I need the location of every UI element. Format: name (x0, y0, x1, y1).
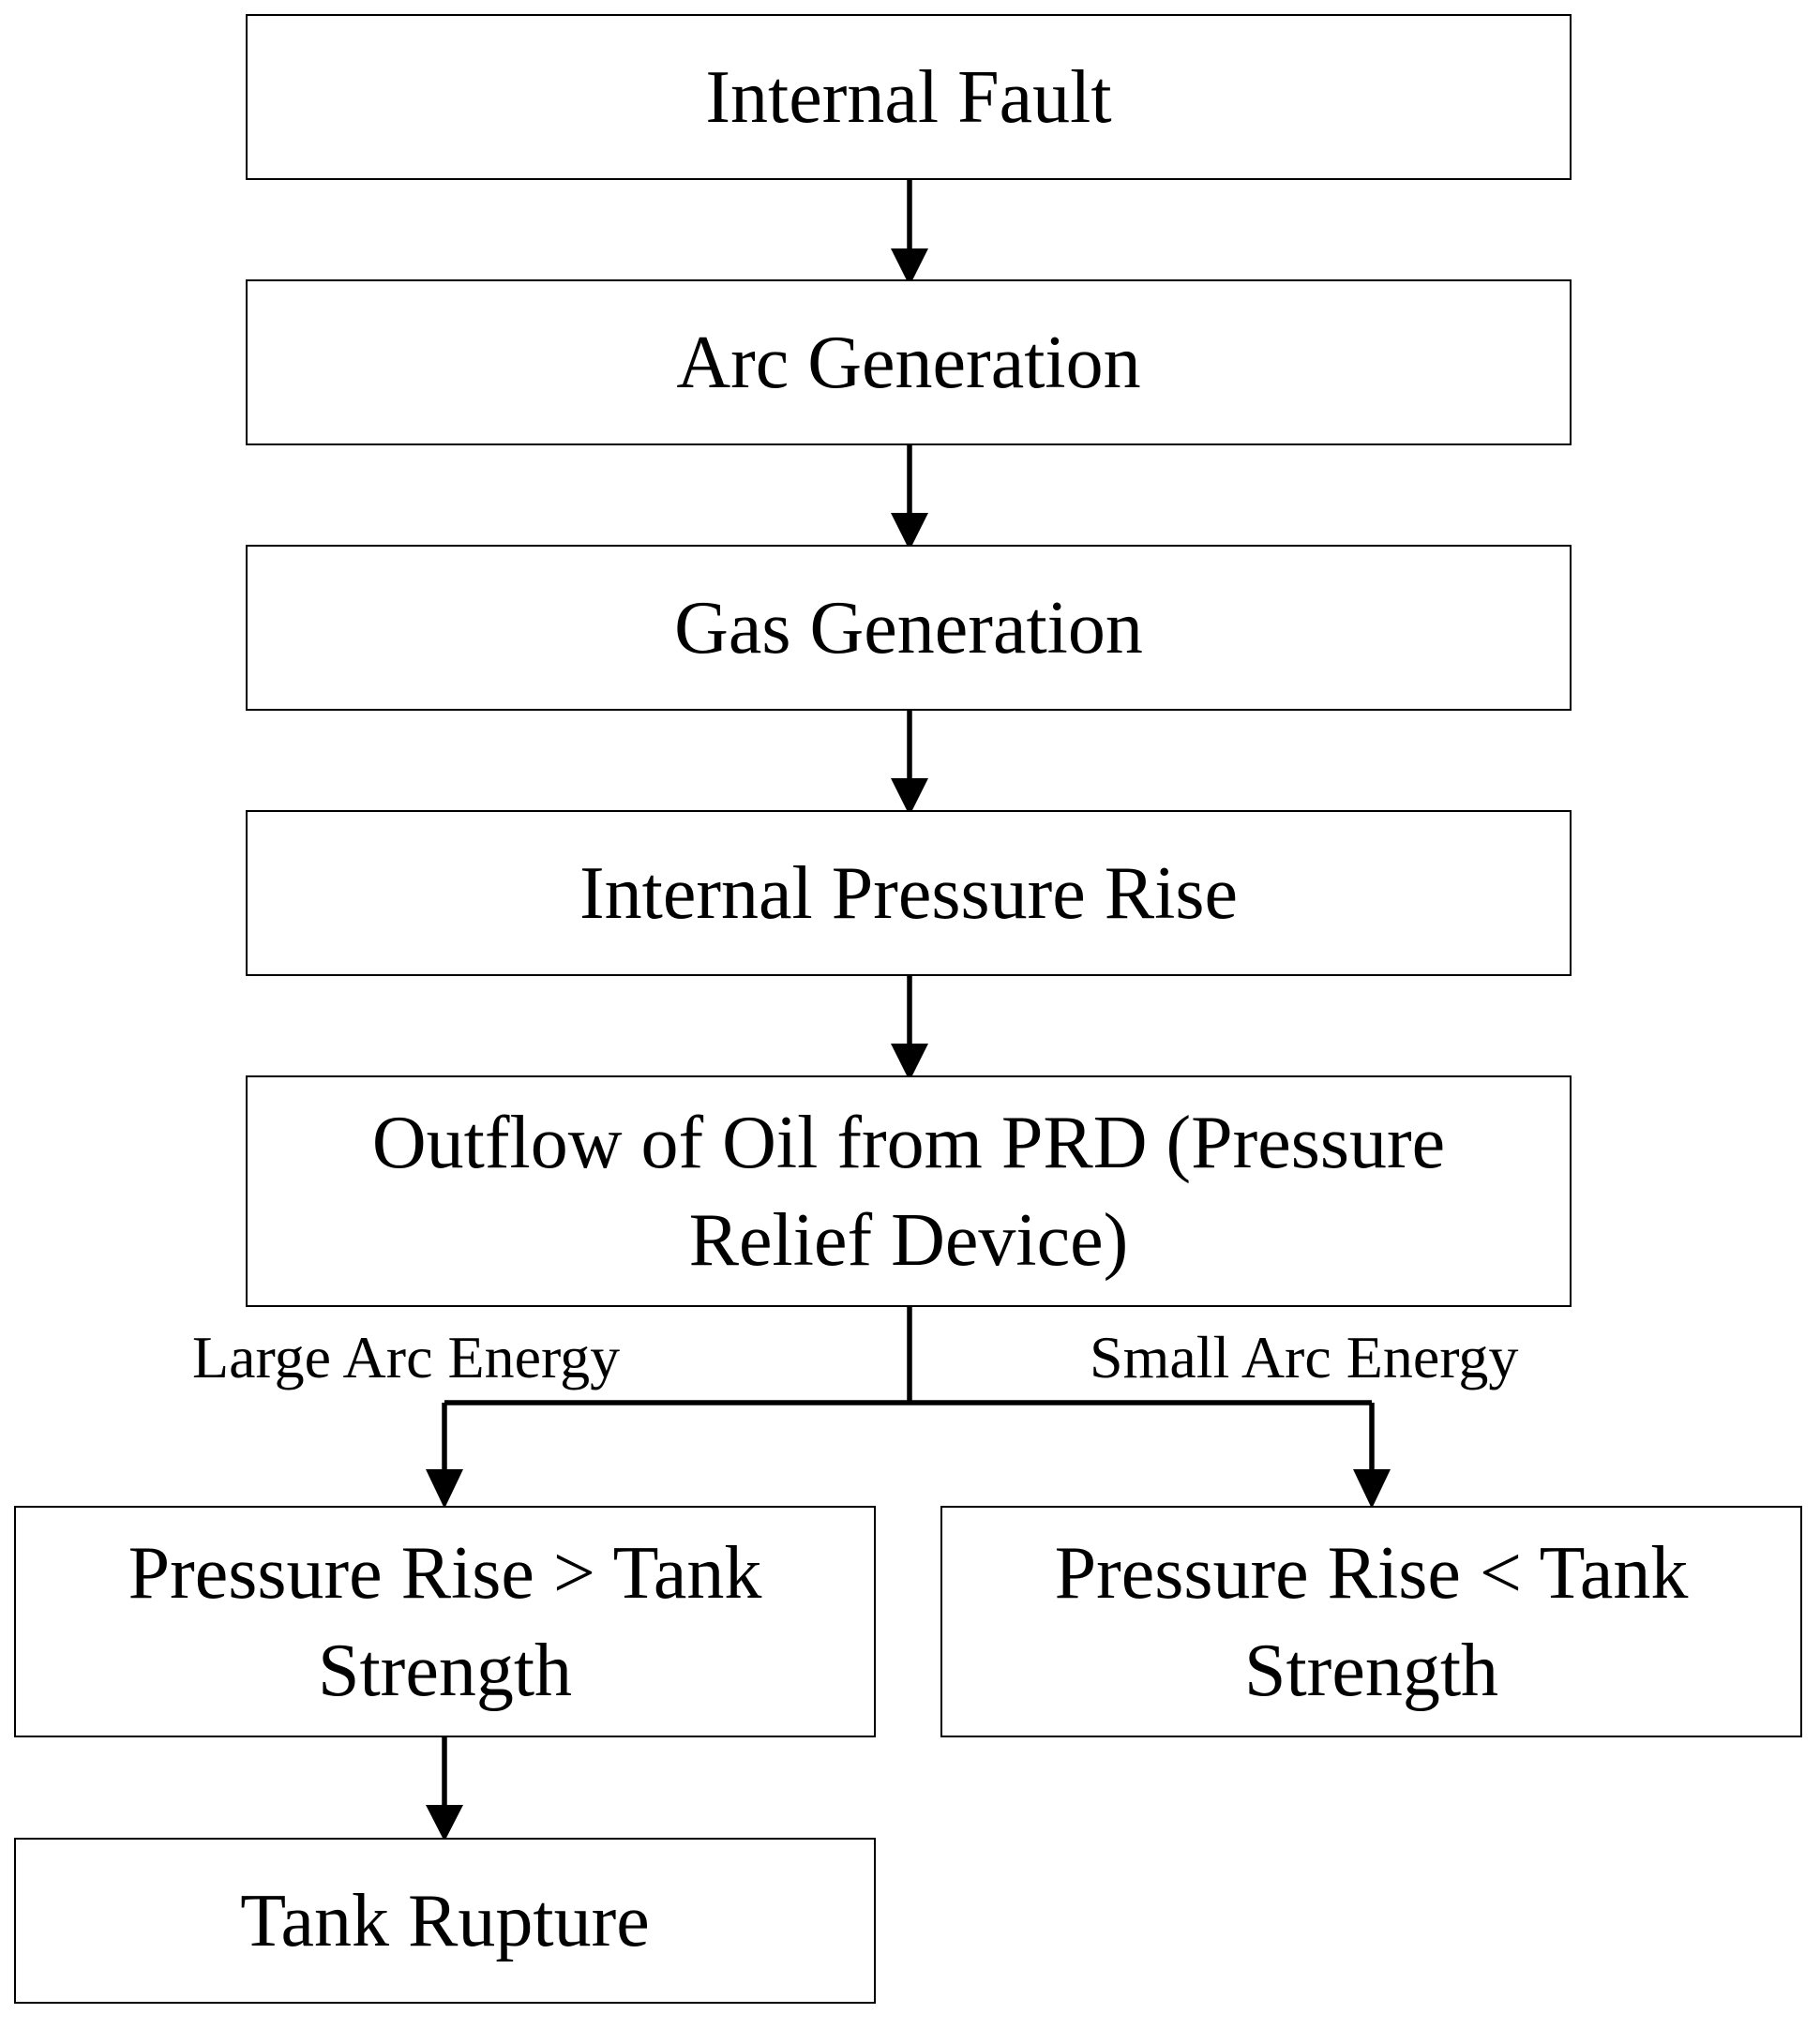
arrowhead-icon (426, 1805, 463, 1841)
node-tank-rupture: Tank Rupture (14, 1838, 876, 2004)
edge-label-large-arc-energy: Large Arc Energy (192, 1324, 621, 1390)
node-label: Arc Generation (676, 321, 1141, 404)
node-label: Internal Fault (705, 55, 1112, 139)
node-internal-fault: Internal Fault (246, 14, 1572, 180)
node-internal-pressure-rise: Internal Pressure Rise (246, 810, 1572, 976)
arrowhead-icon (891, 1044, 928, 1081)
arrowhead-icon (891, 513, 928, 550)
node-label: Pressure Rise > Tank Strength (128, 1531, 762, 1712)
arrowhead-icon (426, 1469, 463, 1509)
node-outflow-of-oil: Outflow of Oil from PRD (Pressure Relief… (246, 1075, 1572, 1307)
node-label: Tank Rupture (240, 1879, 650, 1962)
node-pressure-rise-less: Pressure Rise < Tank Strength (940, 1506, 1802, 1737)
node-label: Outflow of Oil from PRD (Pressure Relief… (371, 1101, 1446, 1282)
arrowhead-icon (891, 778, 928, 816)
node-arc-generation: Arc Generation (246, 279, 1572, 445)
node-label: Gas Generation (674, 586, 1143, 669)
node-label: Pressure Rise < Tank Strength (1054, 1531, 1689, 1712)
arrowhead-icon (891, 248, 928, 286)
node-label: Internal Pressure Rise (579, 851, 1239, 935)
arrowhead-icon (1353, 1469, 1391, 1509)
node-gas-generation: Gas Generation (246, 545, 1572, 711)
node-pressure-rise-greater: Pressure Rise > Tank Strength (14, 1506, 876, 1737)
edge-label-small-arc-energy: Small Arc Energy (1090, 1324, 1519, 1390)
